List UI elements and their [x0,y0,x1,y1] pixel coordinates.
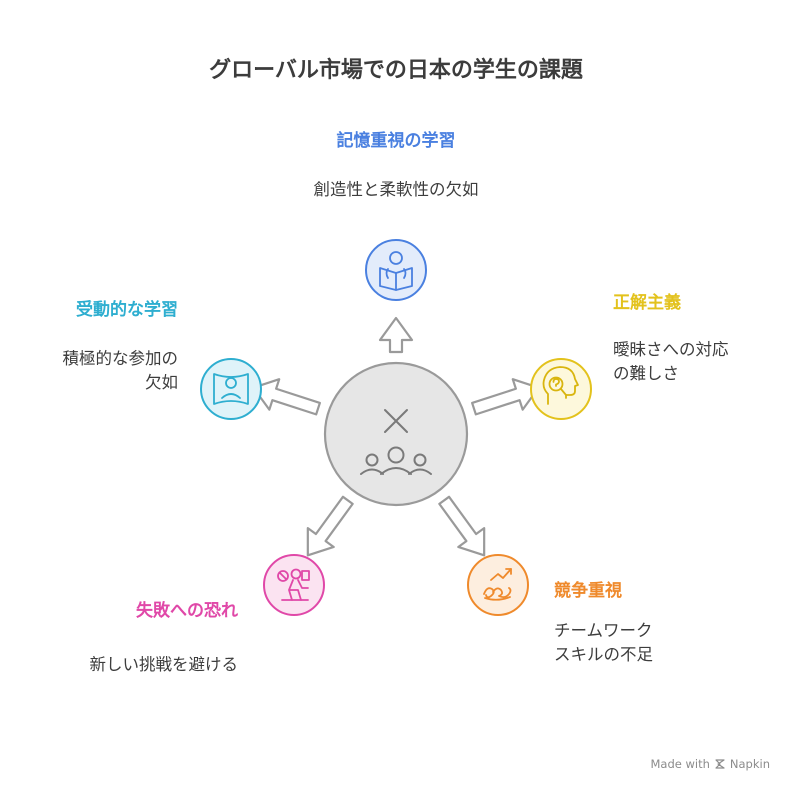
head-with-question-icon [542,366,579,405]
desc-competition: チームワーク スキルの不足 [554,619,653,667]
person-at-desk-worried-icon [277,568,310,601]
arrow-top [378,316,414,354]
heading-right-answer: 正解主義 [613,293,681,313]
arrow-right-lower [438,495,486,557]
person-in-frame-icon [213,373,249,405]
desc-fear-of-failure: 新しい挑戦を避ける [90,653,239,677]
desc-line: 欠如 [145,373,178,392]
group-with-x-icon [360,409,432,475]
napkin-logo-icon [715,759,725,769]
heading-passive-learning: 受動的な学習 [76,300,178,320]
desc-line: 新しい挑戦を避ける [89,655,239,674]
desc-line: 曖昧さへの対応 [613,340,729,359]
arrow-left-upper [252,378,321,416]
person-reading-book-icon [379,251,413,291]
desc-line: の難しさ [613,364,679,383]
node-right-answer [530,358,592,420]
heading-memorization: 記憶重視の学習 [336,131,456,151]
desc-right-answer: 曖昧さへの対応 の難しさ [613,338,729,386]
desc-line: 積極的な参加の [62,349,179,368]
node-memorization [365,239,427,301]
arrow-left-lower [306,495,354,557]
center-hub [323,361,469,507]
desc-line: 創造性と柔軟性の欠如 [313,180,479,199]
heading-competition: 競争重視 [554,581,622,601]
node-fear-of-failure [263,554,325,616]
heading-fear-of-failure: 失敗への恐れ [136,601,238,621]
node-competition [467,554,529,616]
desc-passive-learning: 積極的な参加の 欠如 [63,347,179,395]
watermark-brand: Napkin [729,757,770,771]
watermark-text: Made with [650,757,710,771]
diagram-title: グローバル市場での日本の学生の課題 [209,58,583,83]
arrow-right-upper [471,378,540,416]
node-passive-learning [200,358,262,420]
desc-line: スキルの不足 [554,645,653,664]
desc-line: チームワーク [554,621,653,640]
desc-memorization: 創造性と柔軟性の欠如 [246,178,546,202]
rising-trend-scribble-icon [483,568,512,601]
watermark[interactable]: Made with Napkin [651,757,771,771]
